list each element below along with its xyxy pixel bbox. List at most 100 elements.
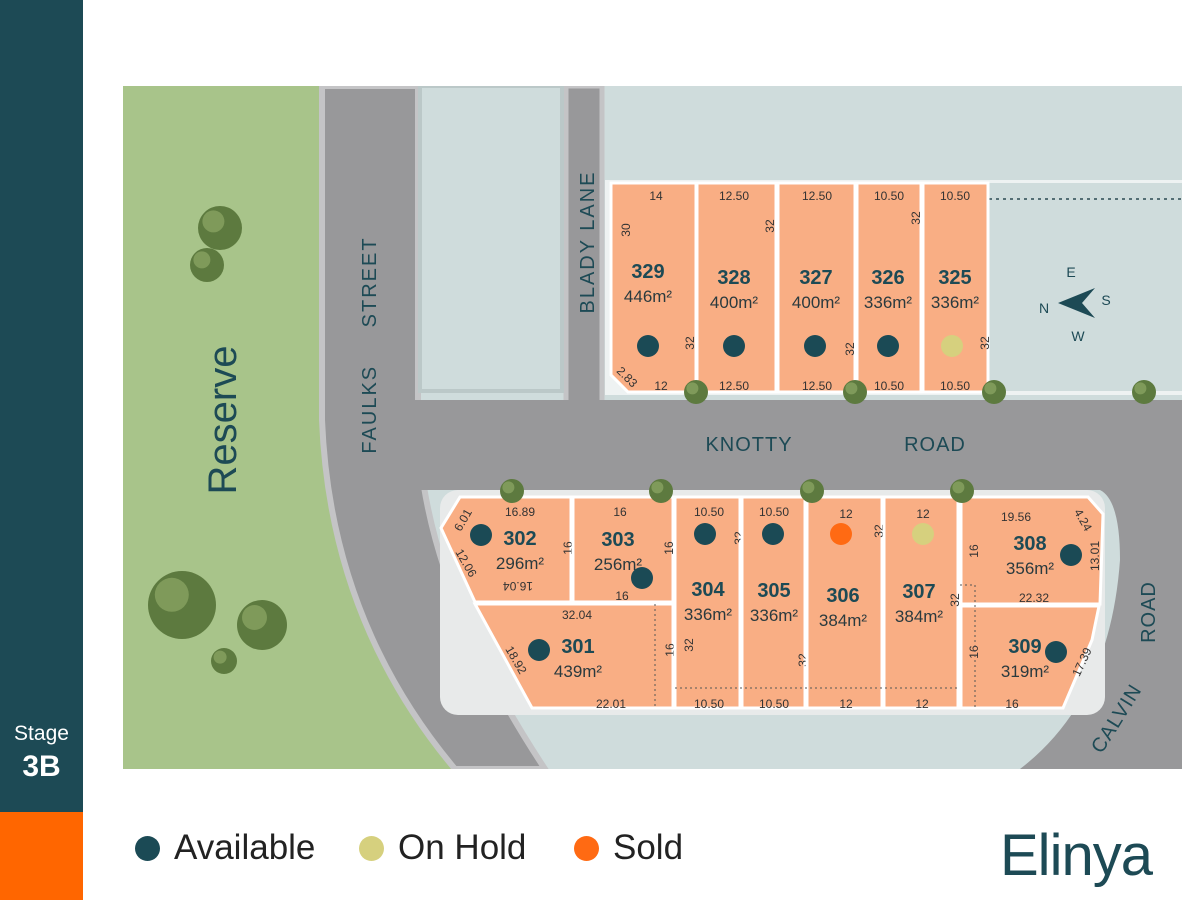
lot-shape[interactable]	[740, 495, 807, 710]
tree-icon	[800, 479, 824, 503]
blady-lane-label: BLADY LANE	[577, 170, 599, 313]
lot-number: 307	[902, 581, 935, 603]
lot-number: 306	[826, 585, 859, 607]
knotty-road-label-2: ROAD	[904, 434, 966, 456]
lot-dimension: 16.89	[505, 505, 535, 519]
lot-dimension: 12	[839, 507, 853, 521]
lot-dimension: 16	[613, 505, 627, 519]
reserve-label: Reserve	[201, 346, 245, 495]
lot-dimension: 32	[909, 211, 923, 225]
status-dot-icon	[528, 639, 550, 661]
lot-dimension: 32	[843, 342, 857, 356]
lot-dimension: 10.50	[694, 505, 724, 519]
tree-icon	[684, 380, 708, 404]
lot-dimension: 10.50	[694, 697, 724, 711]
available-dot-icon	[135, 835, 160, 861]
lot-shape[interactable]	[882, 495, 960, 710]
lot-area: 446m²	[624, 287, 673, 306]
status-dot-icon	[1045, 641, 1067, 663]
tree-icon	[843, 380, 867, 404]
lot-dimension: 32	[948, 593, 962, 607]
lot-number: 327	[799, 267, 832, 289]
lot-dimension: 16	[967, 645, 981, 659]
lot-dimension: 22.32	[1019, 591, 1049, 605]
lot-dimension: 32	[682, 638, 696, 652]
status-dot-icon	[631, 567, 653, 589]
tree-icon	[649, 479, 673, 503]
compass-s: S	[1101, 292, 1110, 308]
lot-dimension: 14	[649, 189, 663, 203]
tree-icon	[500, 479, 524, 503]
lot-number: 326	[871, 267, 904, 289]
tree-icon	[148, 571, 216, 639]
tree-icon	[190, 248, 224, 282]
lot-area: 384m²	[895, 607, 944, 626]
status-dot-icon	[637, 335, 659, 357]
lot-area: 356m²	[1006, 559, 1055, 578]
lot-dimension: 12.50	[802, 189, 832, 203]
lot-shape[interactable]	[855, 181, 923, 394]
elinya-logo: Elinya	[1000, 823, 1153, 888]
compass-e: E	[1066, 264, 1075, 280]
lot-shape[interactable]	[805, 495, 884, 710]
lot-dimension: 16.04	[503, 579, 533, 593]
future-block	[988, 183, 1182, 391]
status-dot-icon	[912, 523, 934, 545]
lot-area: 336m²	[750, 606, 799, 625]
status-dot-icon	[830, 523, 852, 545]
lot-number: 304	[691, 579, 725, 601]
lot-area: 256m²	[594, 555, 643, 574]
lot-dimension: 16	[662, 541, 676, 555]
neighbouring-block	[418, 86, 564, 393]
calvin-road-label-2: ROAD	[1138, 581, 1160, 643]
lot-number: 329	[631, 261, 664, 283]
sidebar-stage-panel	[0, 0, 83, 812]
lot-dimension: 10.50	[940, 379, 970, 393]
lot-number: 305	[757, 580, 790, 602]
lot-number: 301	[561, 636, 594, 658]
legend-label: Available	[174, 828, 316, 867]
lot-area: 296m²	[496, 554, 545, 573]
lot-dimension: 12	[915, 697, 929, 711]
lot-number: 303	[601, 529, 634, 551]
lot-dimension: 19.56	[1001, 510, 1031, 524]
lot-dimension: 32.04	[562, 608, 592, 622]
lot-shape[interactable]	[959, 495, 1105, 606]
lot-shape[interactable]	[472, 602, 675, 710]
lot-shape[interactable]	[609, 181, 698, 394]
knotty-road-label-1: KNOTTY	[705, 434, 792, 456]
status-dot-icon	[470, 524, 492, 546]
lot-shape[interactable]	[695, 181, 778, 394]
tree-icon	[237, 600, 287, 650]
lot-dimension: 10.50	[874, 189, 904, 203]
lot-area: 439m²	[554, 662, 603, 681]
lot-shape[interactable]	[439, 495, 573, 604]
legend-available: Available	[135, 828, 315, 868]
lot-area: 384m²	[819, 611, 868, 630]
lot-dimension: 16	[967, 544, 981, 558]
sidebar-accent-block	[0, 812, 83, 900]
lot-shape[interactable]	[673, 495, 742, 710]
legend-label: On Hold	[398, 828, 527, 867]
tree-icon	[1132, 380, 1156, 404]
compass-w: W	[1071, 328, 1085, 344]
lot-area: 319m²	[1001, 662, 1050, 681]
lot-number: 302	[503, 528, 536, 550]
lot-shape[interactable]	[959, 604, 1101, 710]
easement-lines-south	[654, 584, 976, 708]
lot-area: 400m²	[792, 293, 841, 312]
